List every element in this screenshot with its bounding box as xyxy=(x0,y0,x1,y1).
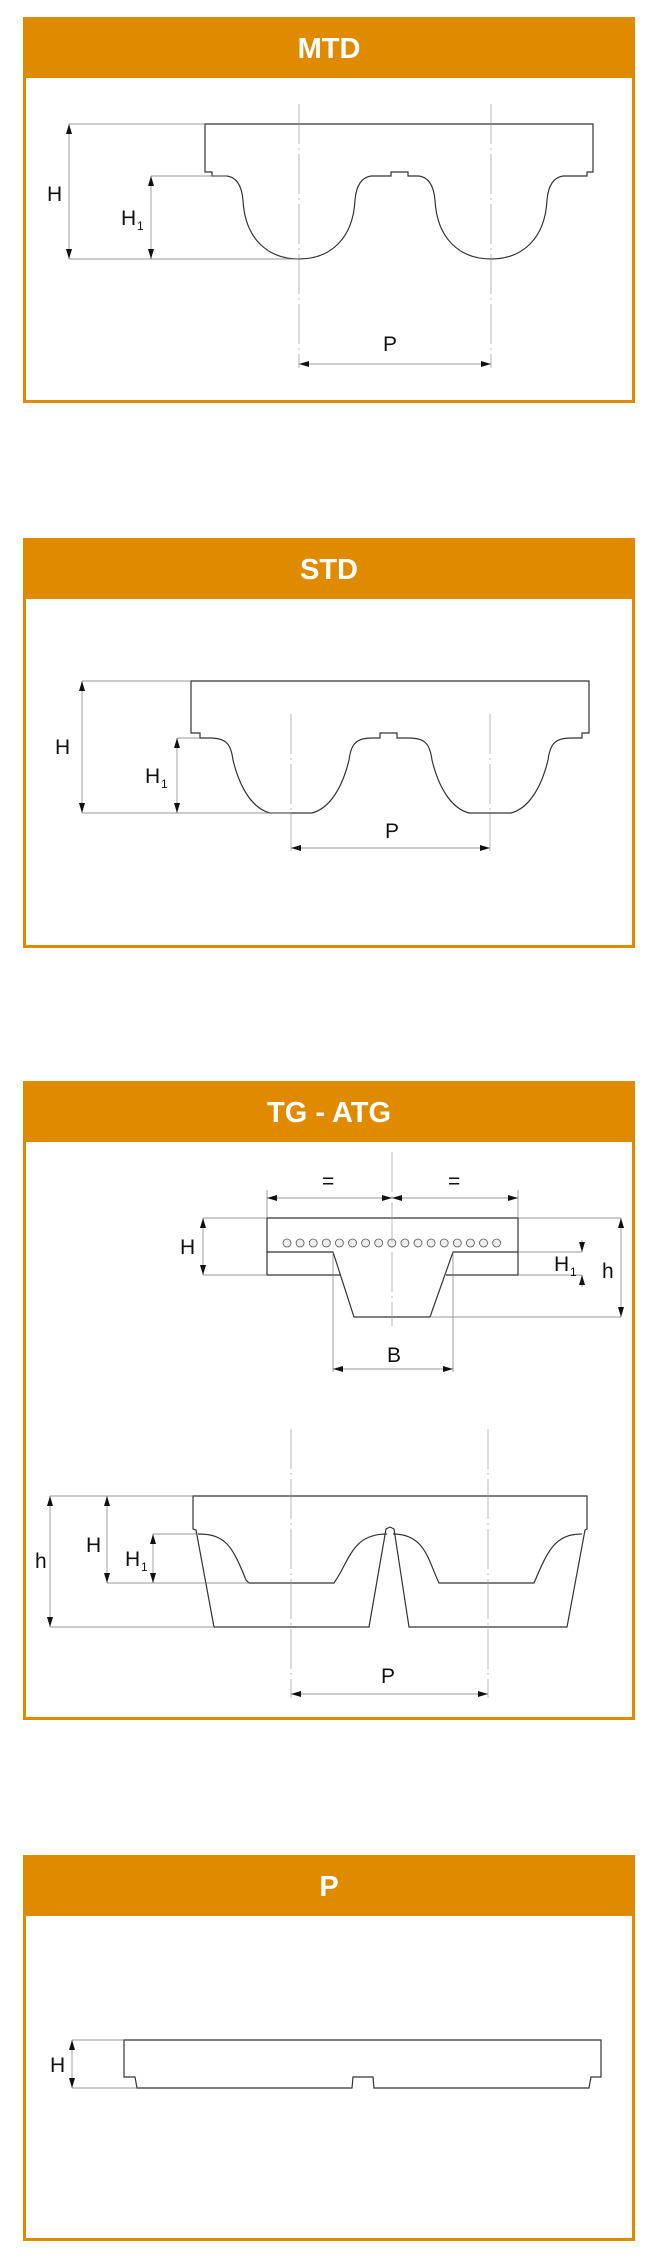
panel-title: MTD xyxy=(26,20,632,78)
panel-title: STD xyxy=(26,541,632,599)
panel-title: TG - ATG xyxy=(26,1084,632,1142)
panel-p: P xyxy=(23,1855,635,2241)
panel-title: P xyxy=(26,1858,632,1916)
panel-tg-atg: TG - ATG xyxy=(23,1081,635,1720)
panel-mtd: MTD xyxy=(23,17,635,403)
panel-std: STD xyxy=(23,538,635,948)
